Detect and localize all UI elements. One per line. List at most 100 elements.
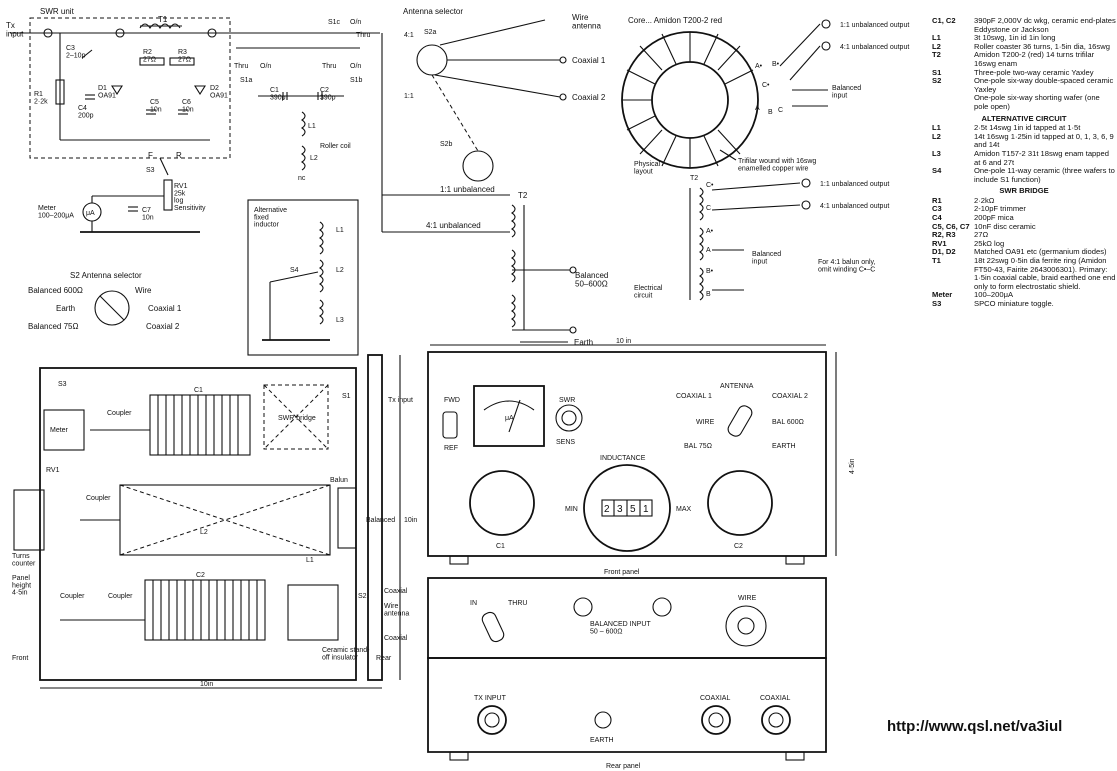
swr-sens-knob[interactable] <box>555 404 583 432</box>
layout-balun: Balun <box>330 477 348 484</box>
swr-part-desc: 25kΩ log <box>974 238 1005 248</box>
svg-text:S1a: S1a <box>240 77 253 84</box>
layout-s3: S3 <box>58 381 67 388</box>
max-label: MAX <box>676 506 692 513</box>
parts-main-list: C1, C2 390pF 2,000V dc wkg, ceramic end-p… <box>932 16 1116 112</box>
swr-part-desc: 2-10pF trimmer <box>974 204 1026 214</box>
c2-front-label: C2 <box>734 543 743 550</box>
svg-text:Coaxial 1: Coaxial 1 <box>572 56 606 65</box>
layout-10in-side: 10in <box>404 517 417 524</box>
c1-front-label: C1 <box>496 543 505 550</box>
svg-text:4:1: 4:1 <box>404 32 414 39</box>
svg-text:5: 5 <box>630 504 636 515</box>
svg-text:μA: μA <box>505 415 514 422</box>
in-thru-switch[interactable] <box>480 610 505 643</box>
swr-part-desc: 27Ω <box>974 230 989 240</box>
nc-label: nc <box>298 175 306 182</box>
unbal-41-label: 4:1 unbalanced <box>426 221 481 230</box>
part-desc: Amidon T200-2 (red) 14 turns trifilar 16… <box>974 50 1095 68</box>
svg-text:Coupler: Coupler <box>60 593 85 600</box>
svg-text:SWR unit: SWR unit <box>40 7 75 16</box>
svg-text:Thru: Thru <box>234 63 249 70</box>
inductance-dial[interactable] <box>583 464 671 552</box>
svg-text:TX INPUT: TX INPUT <box>474 695 507 702</box>
part-desc: 3t 10swg, 1in id 1in long <box>974 33 1056 43</box>
swr-part-desc: 100–200μA <box>974 290 1014 300</box>
svg-text:Balanced 600Ω: Balanced 600Ω <box>28 286 83 295</box>
turns-counter-digits: 2 3 5 1 <box>604 500 649 516</box>
on-right-label: O/n <box>350 63 361 70</box>
balanced-terminal-2[interactable] <box>652 597 672 617</box>
svg-text:B•: B• <box>706 268 714 275</box>
earth-terminal[interactable] <box>594 711 612 729</box>
part-ref: S2 <box>932 76 942 86</box>
thru-right-label: Thru <box>322 63 337 70</box>
layout-coaxial-b: Coaxial <box>384 635 408 642</box>
unbal-11-label: 1:1 unbalanced <box>440 185 495 194</box>
c1-knob[interactable] <box>469 470 535 536</box>
coaxial-a-rear-label: COAXIAL <box>700 695 730 702</box>
svg-text:Wire: Wire <box>135 286 152 295</box>
svg-text:MIN: MIN <box>565 506 578 513</box>
el-b-dot: B• <box>706 268 714 275</box>
swr-part-row: R2, R3 27Ω <box>932 231 1116 240</box>
svg-text:Earth: Earth <box>56 304 75 313</box>
on-left-label: O/n <box>260 63 271 70</box>
svg-text:Balanced: Balanced <box>366 517 395 524</box>
swr-part-ref: R2, R3 <box>932 230 956 240</box>
svg-text:Core... Amidon T200-2 red: Core... Amidon T200-2 red <box>628 16 722 25</box>
source-url[interactable]: http://www.qsl.net/va3iul <box>887 718 1063 735</box>
layout-s1: S1 <box>342 393 351 400</box>
layout-coupler-d: Coupler <box>108 593 133 600</box>
svg-text:O/n: O/n <box>350 63 361 70</box>
layout-swr-bridge: SWR bridge <box>278 415 316 422</box>
alt-l1-label: L1 <box>336 227 344 234</box>
legend-coaxial1: Coaxial 1 <box>148 304 182 313</box>
svg-text:C•: C• <box>762 82 770 89</box>
c2-knob[interactable] <box>707 470 773 536</box>
coaxial2-front: COAXIAL 2 <box>772 393 808 400</box>
coaxial-b-socket[interactable] <box>761 705 791 735</box>
svg-text:L1: L1 <box>336 227 344 234</box>
counter-digit-4: 1 <box>643 504 649 515</box>
wire-antenna-terminal[interactable] <box>725 605 767 647</box>
swr-bridge-title: SWR BRIDGE <box>999 186 1049 196</box>
antenna-selector-knob[interactable] <box>726 404 754 439</box>
s4-label: S4 <box>290 267 299 274</box>
el-c: C <box>706 205 711 212</box>
layout-rear: Rear <box>376 655 392 662</box>
fwd-ref-toggle[interactable] <box>442 411 458 439</box>
part-desc: 390pF 2,000V dc wkg, ceramic end-plates … <box>974 16 1116 34</box>
alt-part-ref: S4 <box>932 166 942 176</box>
svg-text:C: C <box>778 107 783 114</box>
part-ref: C1, C2 <box>932 16 956 25</box>
swr-unit-label: SWR unit <box>40 7 75 16</box>
svg-text:WIRE: WIRE <box>738 595 757 602</box>
swr-part-desc: 18t 22swg 0·5in dia ferrite ring (Amidon… <box>974 256 1116 291</box>
balanced-terminal-1[interactable] <box>573 597 593 617</box>
tx-input-socket[interactable] <box>477 705 507 735</box>
top-view-layout: S3 Meter Coupler C1 SWR bridge S1 Tx inp… <box>12 354 417 689</box>
layout-meter: Meter <box>50 427 69 434</box>
coaxial-a-socket[interactable] <box>701 705 731 735</box>
antenna-selector-title: Antenna selector <box>403 7 463 16</box>
layout-c1: C1 <box>194 387 203 394</box>
balun-t2-label: T2 <box>690 175 698 182</box>
out-11-physical: 1:1 unbalanced output <box>840 22 909 29</box>
balun-electrical: T2 C• C A• A B• B 1:1 unbalanced output … <box>634 175 889 301</box>
